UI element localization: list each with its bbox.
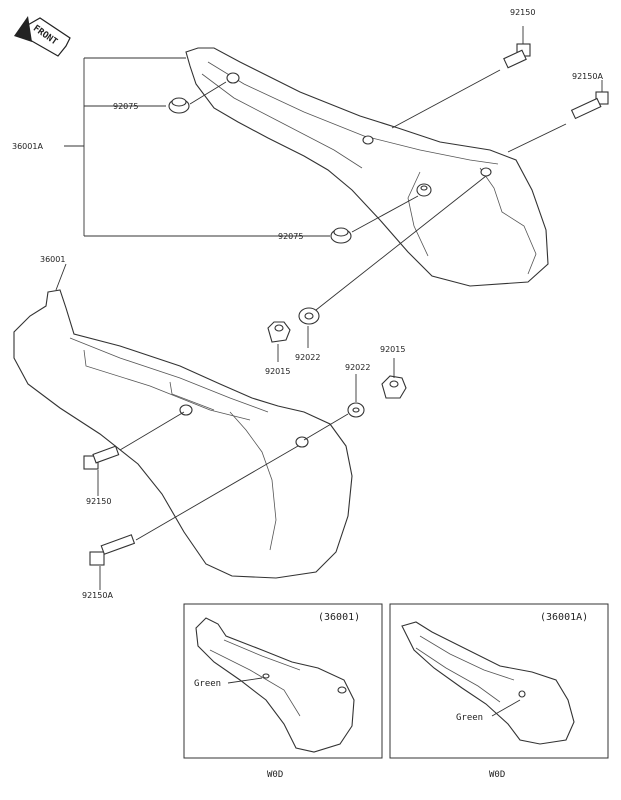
side-cover-right-36001a (185, 47, 549, 287)
washer-92022-b (347, 402, 365, 418)
inset-left-color-label: Green (194, 679, 221, 689)
callout-92022-b: 92022 (345, 363, 370, 372)
callout-92015-b: 92015 (380, 345, 405, 354)
grommet-92075-upper (168, 97, 190, 114)
bolt-92150-top (503, 43, 531, 69)
inset-right: (36001A) Green W0D (389, 603, 609, 780)
inset-left-title: (36001) (318, 612, 360, 623)
callout-36001a: 36001A (12, 142, 43, 151)
callout-92150a-bottom: 92150A (82, 591, 113, 600)
inset-right-color-label: Green (456, 713, 483, 723)
callout-92022-a: 92022 (295, 353, 320, 362)
front-arrow-icon: FRONT (14, 16, 71, 57)
bolt-92150a-top (570, 91, 609, 120)
bolt-92150a-bottom (89, 534, 136, 566)
inset-left-footer: W0D (267, 770, 283, 780)
collar-92015-b (381, 375, 407, 399)
collar-upper (416, 183, 432, 197)
callout-92150a-top: 92150A (572, 72, 603, 81)
inset-right-title: (36001A) (540, 612, 588, 623)
callout-92015-a: 92015 (265, 367, 290, 376)
group-bracket-36001a (64, 57, 330, 237)
callout-92150-top: 92150 (510, 8, 535, 17)
inset-left: (36001) Green W0D (183, 603, 383, 780)
washer-92022-a (298, 307, 320, 325)
bolt-92150-bottom (83, 445, 120, 470)
grommet-92075-lower (330, 227, 352, 244)
callout-92150-bottom: 92150 (86, 497, 111, 506)
callout-36001: 36001 (40, 255, 65, 264)
callout-92075-b: 92075 (278, 232, 303, 241)
inset-right-footer: W0D (489, 770, 505, 780)
collar-92015-a (267, 321, 291, 343)
callout-92075-a: 92075 (113, 102, 138, 111)
side-cover-left-36001 (13, 289, 353, 579)
